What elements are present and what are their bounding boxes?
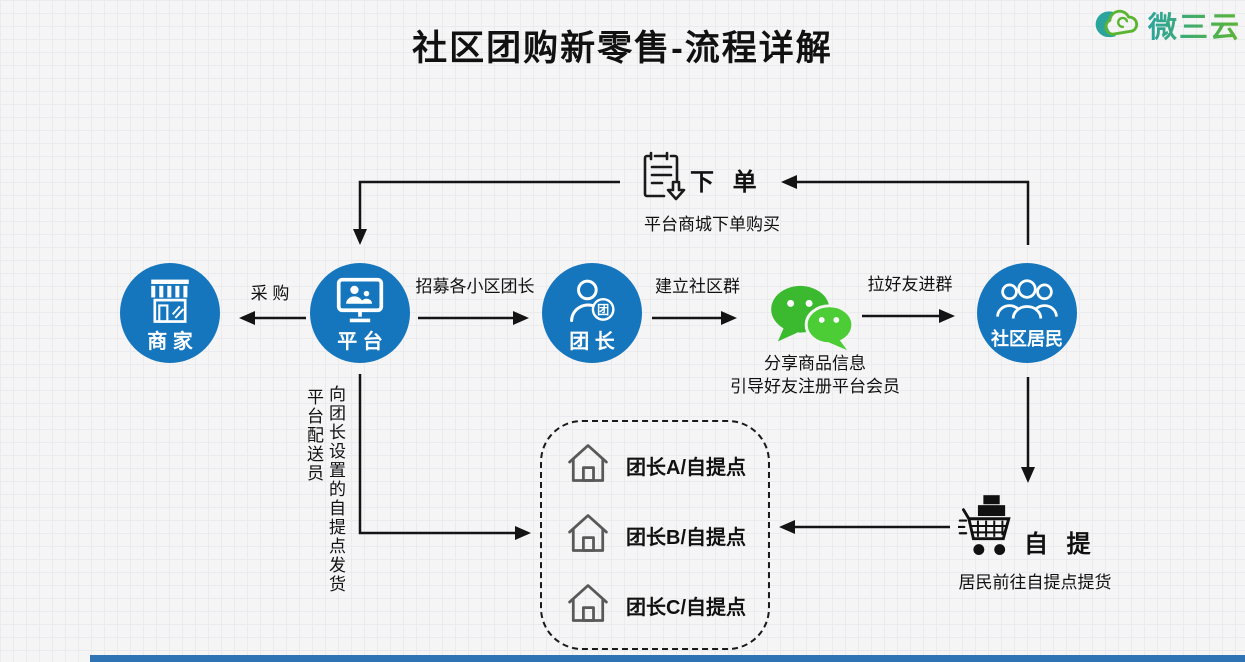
pickup-point-row: 团长B/自提点	[542, 510, 768, 561]
brand-logo: 微三云	[1092, 2, 1241, 47]
delivery-note-right: 向团长设置的自提点发货	[326, 385, 345, 594]
pickup-point-row: 团长A/自提点	[542, 440, 768, 491]
pickup-points-box: 团长A/自提点 团长B/自提点 团长C/自提点	[540, 420, 770, 650]
house-icon	[564, 580, 612, 631]
order-step-label: 下 单	[690, 169, 763, 196]
pickup-point-label: 团长C/自提点	[626, 596, 746, 619]
cloud-logo-icon	[1092, 2, 1144, 47]
edge-label-recruit: 招募各小区团长	[415, 277, 535, 296]
leader-badge-char: 团	[597, 303, 609, 317]
node-platform: 平 台	[310, 263, 410, 363]
wechat-caption-line1: 分享商品信息	[764, 354, 866, 373]
node-leader: 团 团 长	[542, 263, 642, 363]
storefront-icon	[143, 276, 197, 331]
cart-icon	[956, 490, 1016, 567]
arrow-order-to-platform	[353, 180, 620, 245]
arrow-residents-to-order	[781, 175, 1030, 245]
node-merchant: 商 家	[120, 263, 220, 363]
delivery-note-left: 平台配送员	[304, 388, 323, 483]
node-leader-label: 团 长	[569, 331, 615, 353]
people-group-icon	[993, 278, 1061, 329]
house-icon	[564, 510, 612, 561]
node-residents: 社区居民	[977, 263, 1077, 363]
pickup-point-row: 团长C/自提点	[542, 580, 768, 631]
pickup-point-label: 团长B/自提点	[626, 526, 746, 549]
edge-label-invite-friends: 拉好友进群	[867, 275, 953, 294]
pickup-step-caption: 居民前往自提点提货	[958, 573, 1112, 592]
wechat-caption: 分享商品信息 引导好友注册平台会员	[715, 352, 915, 398]
edge-label-create-group: 建立社区群	[655, 277, 740, 296]
wechat-caption-line2: 引导好友注册平台会员	[730, 377, 900, 396]
bottom-accent-bar	[90, 655, 1245, 662]
house-icon	[564, 440, 612, 491]
node-residents-label: 社区居民	[991, 329, 1063, 349]
wechat-icon	[768, 283, 856, 358]
pickup-point-label: 团长A/自提点	[626, 456, 746, 479]
order-document-icon	[640, 150, 686, 209]
brand-name: 微三云	[1148, 4, 1241, 46]
node-merchant-label: 商 家	[147, 331, 193, 353]
monitor-users-icon	[332, 276, 388, 331]
edge-label-procurement: 采 购	[250, 284, 290, 303]
pickup-step-label: 自 提	[1024, 531, 1097, 558]
node-platform-label: 平 台	[337, 331, 383, 353]
page-title: 社区团购新零售-流程详解	[412, 29, 833, 68]
person-badge-icon: 团	[564, 276, 620, 333]
arrow-platform-to-pickupbox	[358, 374, 531, 540]
order-step-caption: 平台商城下单购买	[644, 215, 780, 234]
